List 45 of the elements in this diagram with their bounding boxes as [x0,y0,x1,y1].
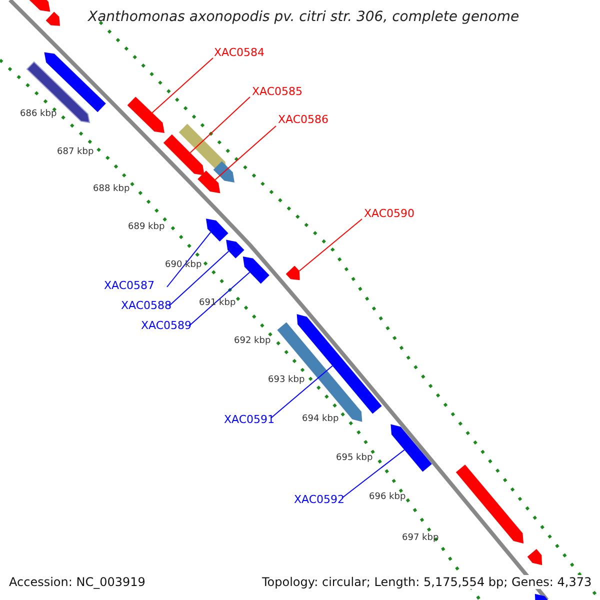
gene-feature [456,464,524,544]
gene-feature [127,96,164,133]
gene-feature [163,134,204,176]
scale-label: 694 kbp [302,414,339,425]
gene-label: XAC0589 [141,319,192,332]
scale-label: 695 kbp [336,453,373,464]
gene-label: XAC0585 [252,85,303,98]
scale-label: 692 kbp [234,336,271,347]
gene-label: XAC0590 [364,207,415,220]
gene-label: XAC0587 [104,279,155,292]
leader-line [270,365,333,418]
leader-line [168,250,230,306]
leader-line [190,96,250,154]
gene-feature [390,424,432,472]
gene-label: XAC0592 [294,493,345,506]
scale-label: 697 kbp [402,533,439,544]
scale-label: 693 kbp [268,375,305,386]
leader-line [166,232,212,288]
gene-feature [206,218,228,242]
leader-line [214,126,276,180]
leader-line [152,58,214,114]
title: Xanthomonas axonopodis pv. citri str. 306, complete genome [88,9,520,26]
gene-feature [527,549,542,566]
gene-feature [213,161,234,182]
leader-line [342,449,405,498]
gene-label: XAC0588 [121,299,172,312]
scale-label: 689 kbp [128,222,165,233]
gene-label: XAC0591 [224,413,275,426]
scale-label: 686 kbp [20,109,57,120]
gene-label: XAC0586 [278,113,329,126]
leader-line [188,272,250,326]
scale-label: 688 kbp [93,184,130,195]
gene-label: XAC0584 [214,46,265,60]
gene-feature [226,240,244,258]
scale-label: 690 kbp [165,260,202,271]
genome-info-label: Topology: circular; Length: 5,175,554 bp; Genes: 4,373 [262,575,592,590]
accession-label: Accession: NC_003919 [9,575,146,590]
scale-label: 687 kbp [57,147,94,158]
scale-label: 691 kbp [199,298,236,309]
gene-feature [534,594,550,600]
leader-line [298,218,362,272]
gene-feature [286,266,300,280]
gene-feature [242,256,270,284]
gene-feature [46,12,60,26]
scale-label: 696 kbp [369,492,406,503]
